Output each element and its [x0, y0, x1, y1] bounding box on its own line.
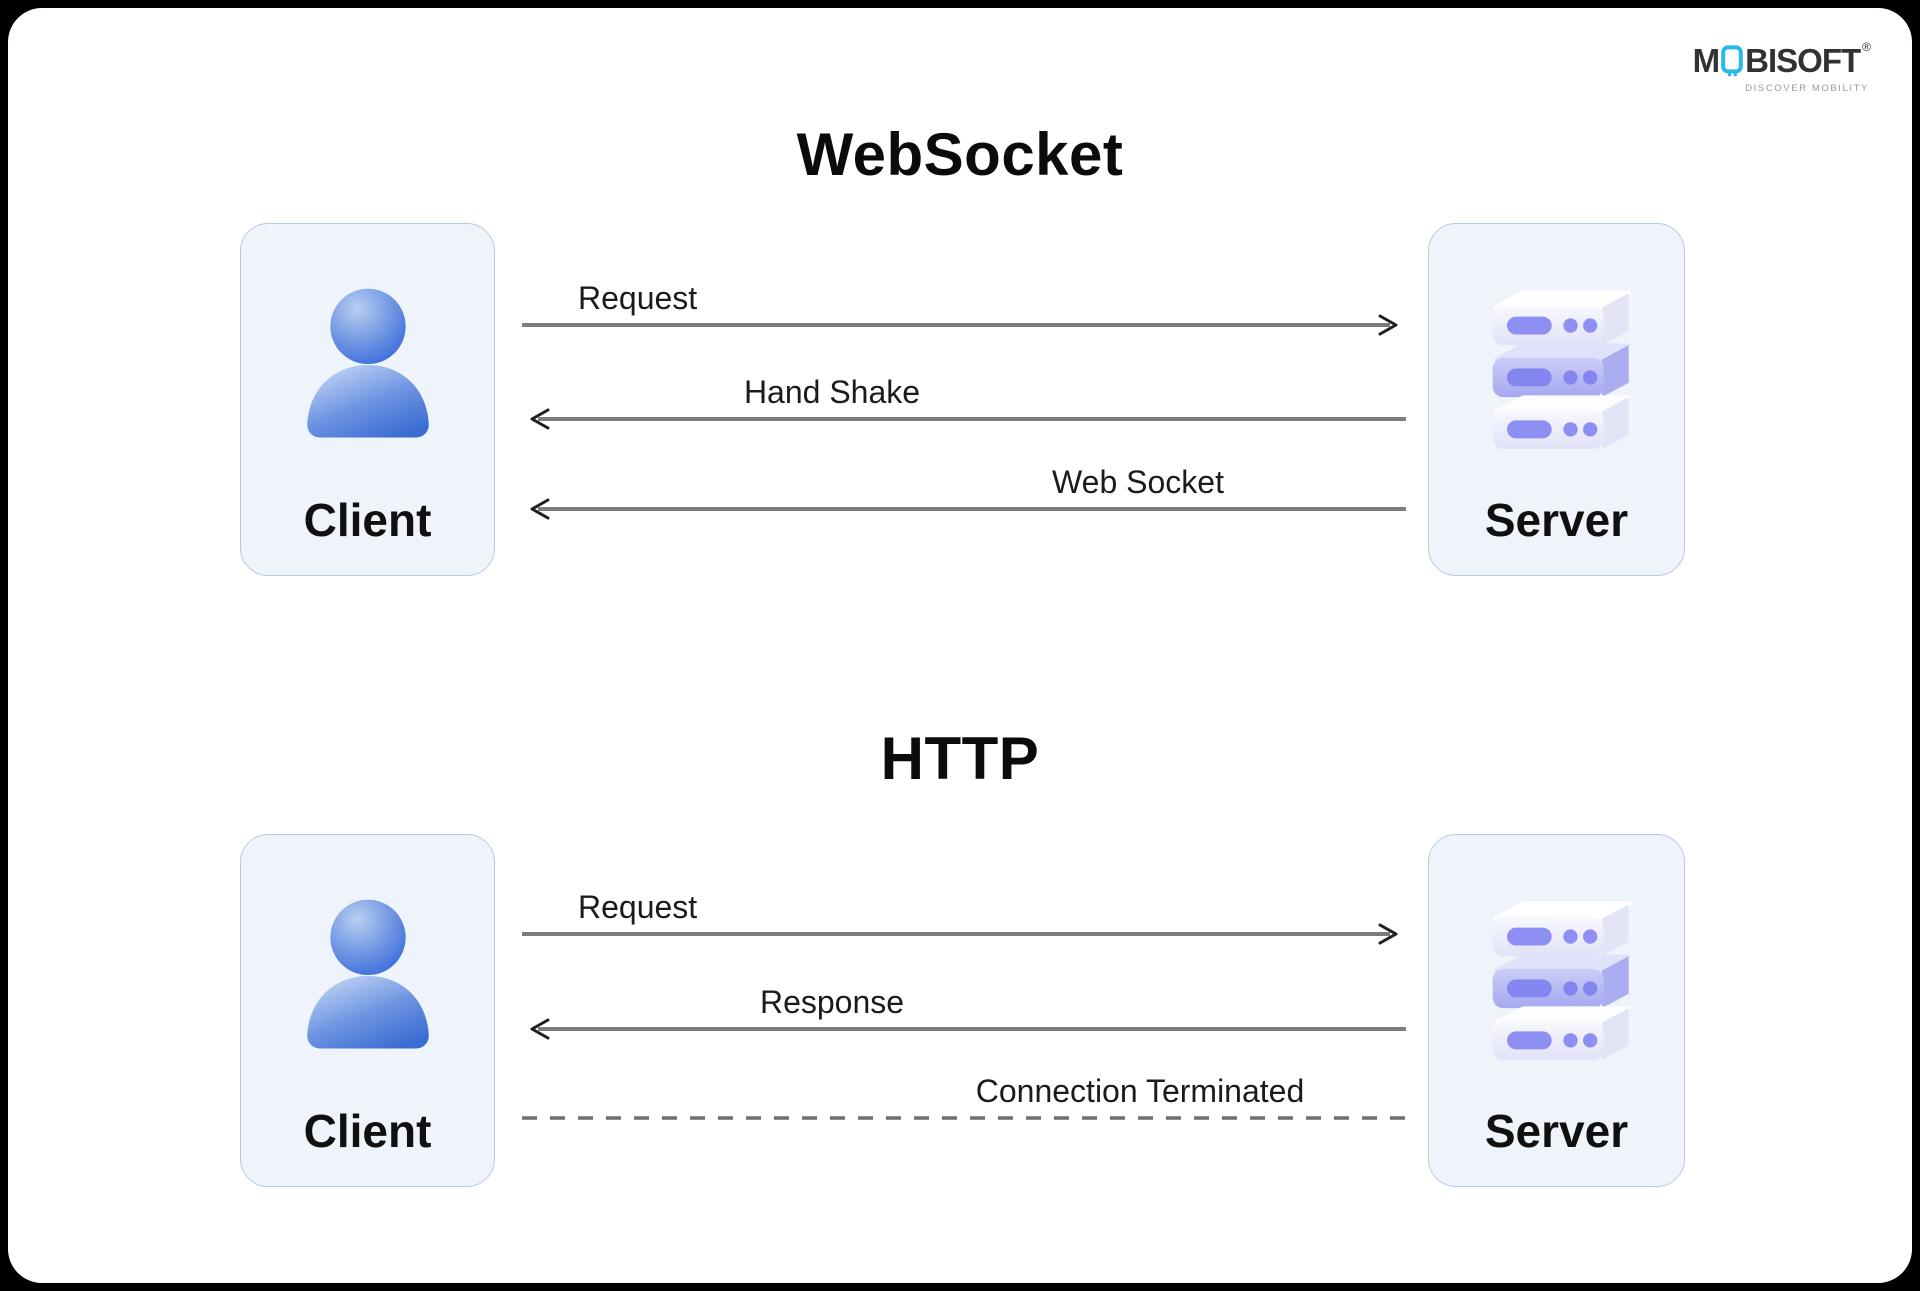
message-label: Request: [578, 889, 698, 925]
message-hand-shake: Hand Shake: [520, 374, 1408, 431]
arrow-left-icon: [530, 1018, 1406, 1040]
server-box: Server: [1428, 223, 1685, 576]
client-label: Client: [303, 494, 432, 546]
arrow-left-icon: [530, 498, 1406, 520]
message-request: Request: [520, 280, 1408, 337]
phone-icon: [1721, 45, 1743, 77]
logo-text-suffix: BISOFT: [1745, 42, 1861, 79]
message-connection-terminated: Connection Terminated: [520, 1073, 1408, 1130]
user-icon: [306, 899, 429, 1049]
server-label: Server: [1484, 494, 1629, 546]
message-label: Connection Terminated: [975, 1073, 1305, 1109]
http-title: HTTP: [880, 725, 1040, 792]
message-label: Response: [759, 984, 905, 1020]
logo-tagline: DISCOVER MOBILITY: [1745, 83, 1869, 94]
arrow-right-icon: [522, 923, 1398, 945]
message-web-socket: Web Socket: [520, 464, 1408, 521]
dashed-line-icon: [522, 1116, 1406, 1120]
message-label: Web Socket: [1052, 464, 1224, 500]
server-box: Server: [1428, 834, 1685, 1187]
arrow-right-icon: [522, 314, 1398, 336]
client-label: Client: [303, 1105, 432, 1157]
message-response: Response: [520, 984, 1408, 1041]
client-box: Client: [240, 223, 495, 576]
arrow-left-icon: [530, 408, 1406, 430]
registered-mark: ®: [1862, 40, 1871, 54]
server-label: Server: [1484, 1105, 1629, 1157]
mobisoft-logo: M BISOFT ® DISCOVER MOBILITY: [1692, 40, 1871, 94]
client-box: Client: [240, 834, 495, 1187]
websocket-title: WebSocket: [796, 121, 1124, 188]
message-request: Request: [520, 889, 1408, 946]
websocket-section: WebSocket Client: [8, 8, 1912, 1283]
logo-text-prefix: M: [1692, 42, 1720, 79]
user-icon: [306, 288, 429, 438]
server-icon: [1492, 901, 1631, 1061]
http-section: HTTP Client: [8, 8, 1912, 1283]
message-label: Hand Shake: [743, 374, 921, 410]
server-icon: [1492, 290, 1631, 450]
message-label: Request: [578, 280, 698, 316]
diagram-card: M BISOFT ® DISCOVER MOBILITY WebSocket C…: [8, 8, 1912, 1283]
